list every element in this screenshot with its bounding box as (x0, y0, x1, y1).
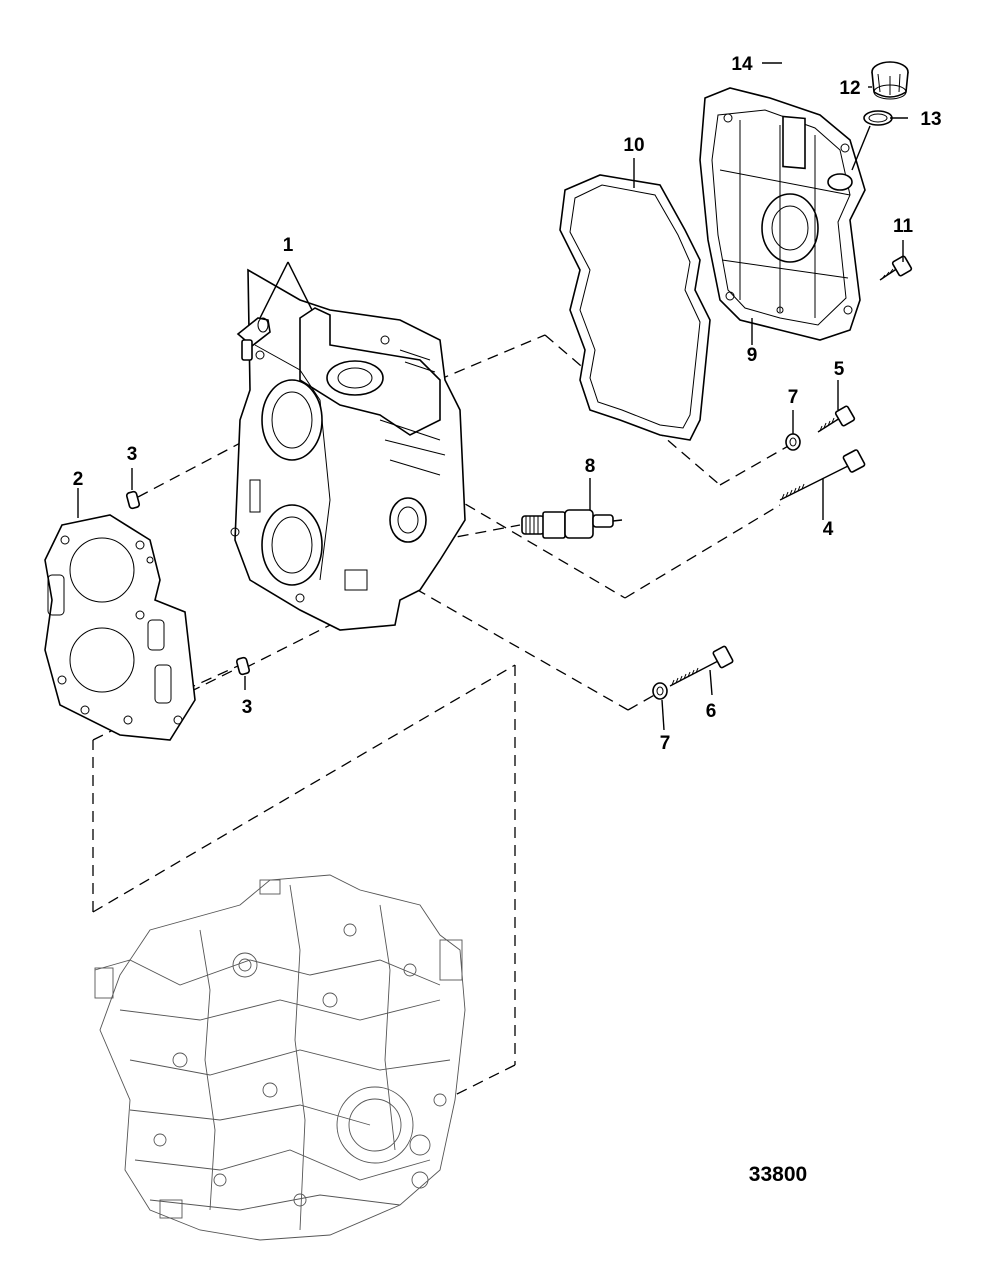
cover-bolt (879, 255, 913, 281)
medium-bolt (669, 645, 734, 687)
washer-upper (785, 433, 801, 451)
callout-13: 13 (920, 109, 941, 130)
callout-9: 9 (747, 345, 758, 366)
cover-gasket (559, 174, 711, 441)
callout-1: 1 (283, 235, 294, 256)
o-ring-seal (863, 110, 893, 126)
washer-lower (652, 682, 668, 700)
callout-14: 14 (731, 54, 753, 75)
figure-number: 33800 (749, 1163, 807, 1186)
callout-5: 5 (834, 359, 845, 380)
callout-6: 6 (706, 701, 717, 722)
callout-labels: 1 2 3 3 4 5 6 7 7 8 9 10 11 12 13 14 338… (73, 54, 942, 1186)
spark-plug (521, 509, 623, 539)
dowel-pin-lower (235, 656, 251, 676)
callout-7-upper: 7 (788, 387, 799, 408)
long-bolt (779, 449, 866, 501)
callout-4: 4 (823, 519, 834, 540)
short-bolt (817, 405, 856, 433)
callout-7-lower: 7 (660, 733, 671, 754)
cylinder-head (230, 268, 466, 631)
callout-2: 2 (73, 469, 84, 490)
leader-lines (77, 62, 908, 731)
engine-block-illustration (94, 874, 466, 1241)
callout-3-upper: 3 (127, 444, 138, 465)
callout-10: 10 (623, 135, 644, 156)
valve-cover (699, 87, 866, 341)
dowel-pin-upper (125, 490, 141, 510)
callout-12: 12 (839, 78, 860, 99)
fitting-elbow (236, 317, 271, 361)
oil-fill-cap (871, 61, 909, 100)
callout-8: 8 (585, 456, 596, 477)
callout-11: 11 (893, 216, 914, 237)
head-gasket (44, 514, 196, 741)
decal-label (782, 115, 806, 170)
callout-3-lower: 3 (242, 697, 253, 718)
